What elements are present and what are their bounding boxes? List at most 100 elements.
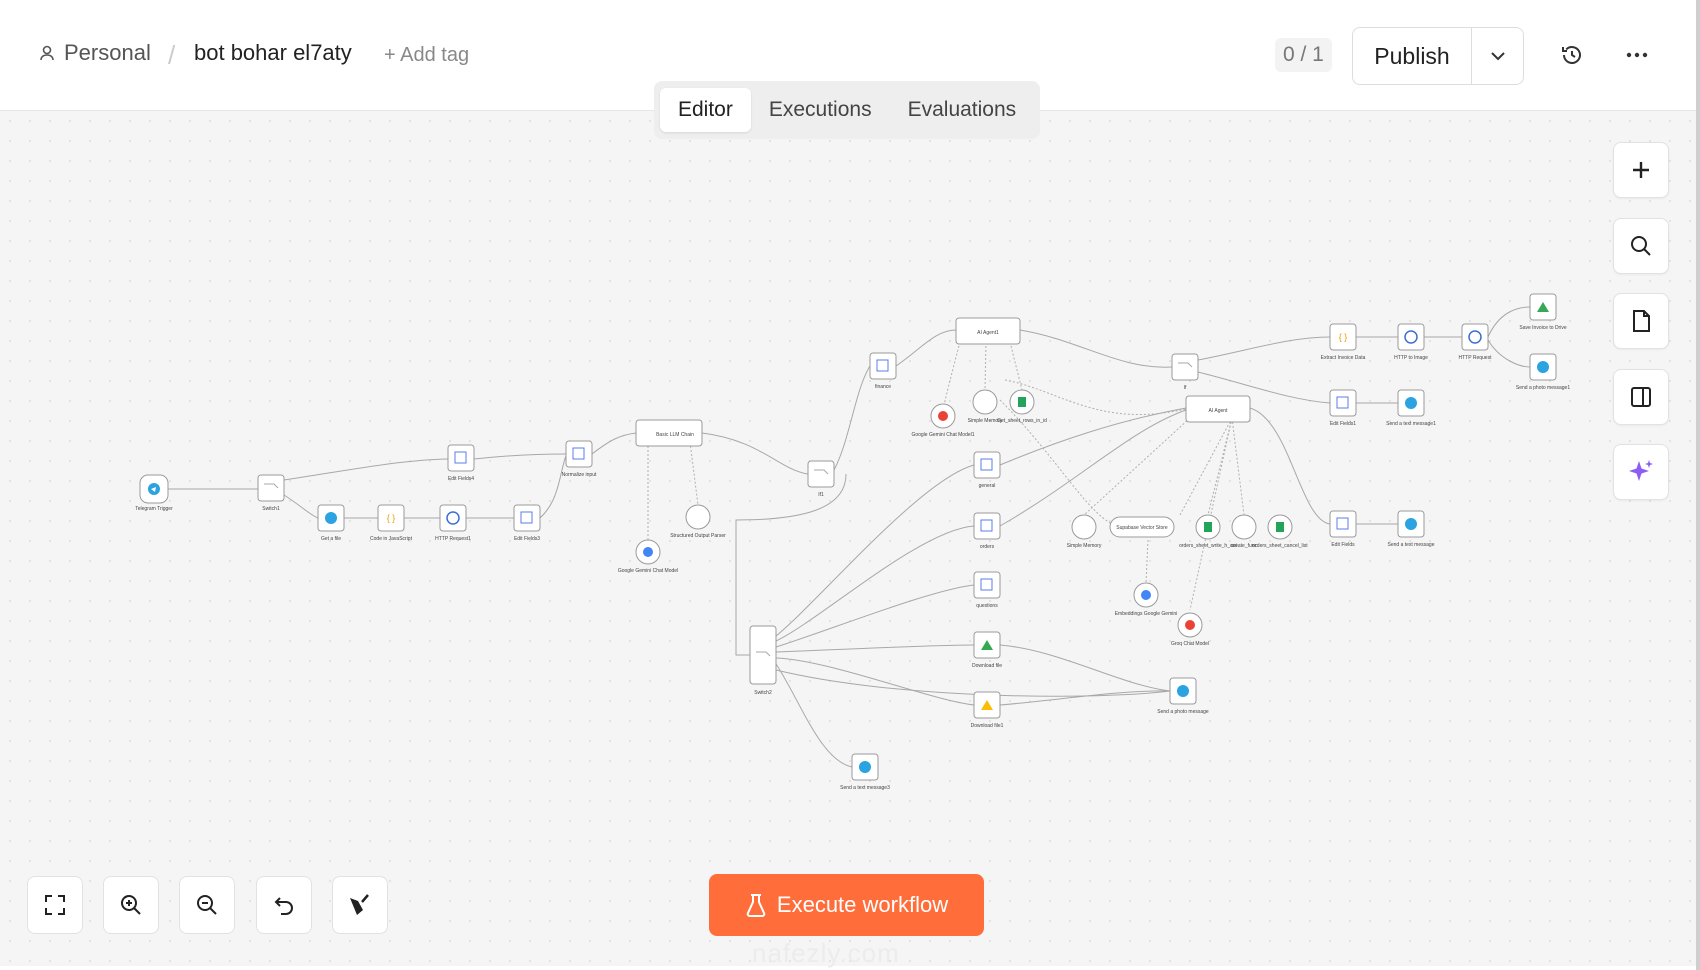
node-download-file1[interactable]: Download file1: [971, 691, 1004, 729]
node-sheet-tool[interactable]: Get_sheet_rows_in_id: [997, 389, 1047, 424]
svg-text:Download file1: Download file1: [971, 723, 1004, 729]
svg-text:If: If: [1184, 385, 1187, 391]
node-router[interactable]: Switch2: [749, 625, 777, 696]
node-save-drive[interactable]: Save Invoice to Drive: [1519, 293, 1567, 331]
node-if1[interactable]: If1: [807, 460, 835, 498]
svg-text:Simple Memory: Simple Memory: [1067, 543, 1102, 549]
svg-text:Edit Fields: Edit Fields: [1331, 542, 1355, 548]
undo-icon: [274, 897, 293, 915]
node-code[interactable]: { } Code in JavaScript: [370, 504, 413, 542]
execute-workflow-label: Execute workflow: [776, 892, 949, 917]
plus-icon: [1633, 162, 1649, 178]
svg-text:HTTP Request1: HTTP Request1: [435, 536, 471, 542]
svg-text:Google Gemini Chat Model1: Google Gemini Chat Model1: [911, 432, 974, 438]
zoom-out-button[interactable]: [179, 876, 235, 934]
workflow-canvas[interactable]: Telegram Trigger Switch1 Get a file { } C…: [0, 111, 1700, 966]
node-embeddings[interactable]: Embeddings Google Gemini: [1115, 582, 1178, 617]
svg-text:Get a file: Get a file: [321, 536, 341, 542]
node-if[interactable]: If: [1171, 353, 1199, 391]
svg-text:Switch2: Switch2: [754, 690, 772, 696]
execute-workflow-button[interactable]: Execute workflow: [709, 874, 984, 936]
fit-view-button[interactable]: [27, 876, 83, 934]
publish-dropdown-button[interactable]: [1472, 28, 1523, 84]
node-sheet-cancel[interactable]: orders_sheet_cancel_list: [1252, 514, 1308, 549]
node-http-request1[interactable]: HTTP Request1: [435, 504, 471, 542]
fit-view-icon: [45, 895, 65, 915]
more-options-button[interactable]: [1620, 38, 1654, 72]
svg-text:{ }: { }: [1339, 332, 1348, 342]
svg-text:Basic LLM Chain: Basic LLM Chain: [656, 432, 694, 438]
svg-text:Google Gemini Chat Model: Google Gemini Chat Model: [618, 568, 678, 574]
svg-text:Send a text message1: Send a text message1: [1386, 421, 1436, 427]
tab-editor[interactable]: Editor: [660, 88, 751, 132]
search-nodes-button[interactable]: [1613, 218, 1669, 274]
node-http-to-image[interactable]: HTTP to Image: [1394, 323, 1428, 361]
tab-executions[interactable]: Executions: [768, 98, 872, 121]
node-sheet-write[interactable]: orders_sheet_write_h_out: [1179, 514, 1238, 549]
svg-text:Send a text message3: Send a text message3: [840, 785, 890, 791]
node-orders[interactable]: orders: [973, 512, 1001, 550]
sparkle-icon: [1629, 460, 1653, 481]
undo-button[interactable]: [256, 876, 312, 934]
node-gemini-model[interactable]: Google Gemini Chat Model: [618, 539, 678, 574]
search-icon: [1631, 236, 1651, 256]
node-general[interactable]: general: [973, 451, 1001, 489]
svg-text:If1: If1: [818, 492, 824, 498]
node-normalize[interactable]: Normalize input: [562, 440, 597, 478]
svg-text:finance: finance: [875, 384, 891, 390]
node-memory1[interactable]: Simple Memory: [968, 389, 1003, 424]
node-send-photo[interactable]: Send a photo message: [1157, 677, 1209, 715]
scrollbar[interactable]: [1696, 0, 1700, 970]
node-edit-fields3[interactable]: Edit Fields3: [513, 504, 541, 542]
node-send-text[interactable]: Send a text message: [1388, 510, 1435, 548]
sticky-note-button[interactable]: [1613, 293, 1669, 349]
svg-text:Normalize input: Normalize input: [562, 472, 597, 478]
zoom-in-button[interactable]: [103, 876, 159, 934]
node-telegram-trigger[interactable]: Telegram Trigger: [135, 474, 173, 512]
node-switch1[interactable]: Switch1: [257, 474, 285, 512]
node-extract-invoice[interactable]: { }Extract Invoice Data: [1321, 323, 1366, 361]
svg-text:Embeddings Google Gemini: Embeddings Google Gemini: [1115, 611, 1178, 617]
node-http-request[interactable]: HTTP Request: [1459, 323, 1493, 361]
node-edit-fields1[interactable]: Edit Fields1: [1329, 389, 1357, 427]
node-memory2[interactable]: Simple Memory: [1067, 514, 1102, 549]
document-icon: [1633, 310, 1650, 332]
add-tag-button[interactable]: + Add tag: [384, 44, 470, 66]
ai-assistant-button[interactable]: [1613, 444, 1669, 500]
toggle-panel-button[interactable]: [1613, 369, 1669, 425]
svg-text:orders: orders: [980, 544, 995, 550]
node-edit-fields4[interactable]: Edit Fields4: [447, 444, 475, 482]
node-output-parser[interactable]: Structured Output Parser: [670, 504, 726, 539]
node-send-text1[interactable]: Send a text message1: [1386, 389, 1436, 427]
tab-evaluations[interactable]: Evaluations: [907, 98, 1017, 121]
workflow-graph[interactable]: Telegram Trigger Switch1 Get a file { } C…: [0, 111, 1700, 966]
add-node-button[interactable]: [1613, 142, 1669, 198]
svg-text:general: general: [979, 483, 996, 489]
svg-text:orders_sheet_cancel_list: orders_sheet_cancel_list: [1252, 543, 1308, 549]
svg-text:{ }: { }: [387, 513, 396, 523]
node-ai-agent[interactable]: AI Agent: [1185, 395, 1251, 423]
node-groq[interactable]: Groq Chat Model: [1171, 612, 1209, 647]
node-gemini-model1[interactable]: Google Gemini Chat Model1: [911, 403, 975, 438]
breadcrumb-personal[interactable]: Personal: [38, 40, 151, 66]
node-edit-fields[interactable]: Edit Fields: [1329, 510, 1357, 548]
svg-text:Switch1: Switch1: [262, 506, 280, 512]
node-vector-store[interactable]: Supabase Vector Store: [1109, 516, 1175, 538]
workflow-name[interactable]: bot bohar el7aty: [194, 40, 352, 66]
node-finance[interactable]: finance: [869, 352, 897, 390]
svg-text:Edit Fields4: Edit Fields4: [448, 476, 474, 482]
node-basic-llm-chain[interactable]: Basic LLM Chain: [635, 419, 703, 447]
node-questions[interactable]: questions: [973, 571, 1001, 609]
history-button[interactable]: [1555, 38, 1589, 72]
node-send-text3[interactable]: Send a text message3: [840, 753, 890, 791]
node-get-file[interactable]: Get a file: [317, 504, 345, 542]
tidy-up-button[interactable]: [332, 876, 388, 934]
node-ai-agent1[interactable]: AI Agent1: [955, 317, 1021, 345]
more-horizontal-icon: [1626, 52, 1648, 58]
publish-button[interactable]: Publish: [1353, 28, 1472, 84]
node-download-file[interactable]: Download file: [972, 631, 1002, 669]
svg-text:Code in JavaScript: Code in JavaScript: [370, 536, 413, 542]
clean-up-icon: [350, 894, 369, 915]
node-send-photo1[interactable]: Send a photo message1: [1516, 353, 1570, 391]
node-create-func[interactable]: create_func: [1231, 514, 1258, 549]
